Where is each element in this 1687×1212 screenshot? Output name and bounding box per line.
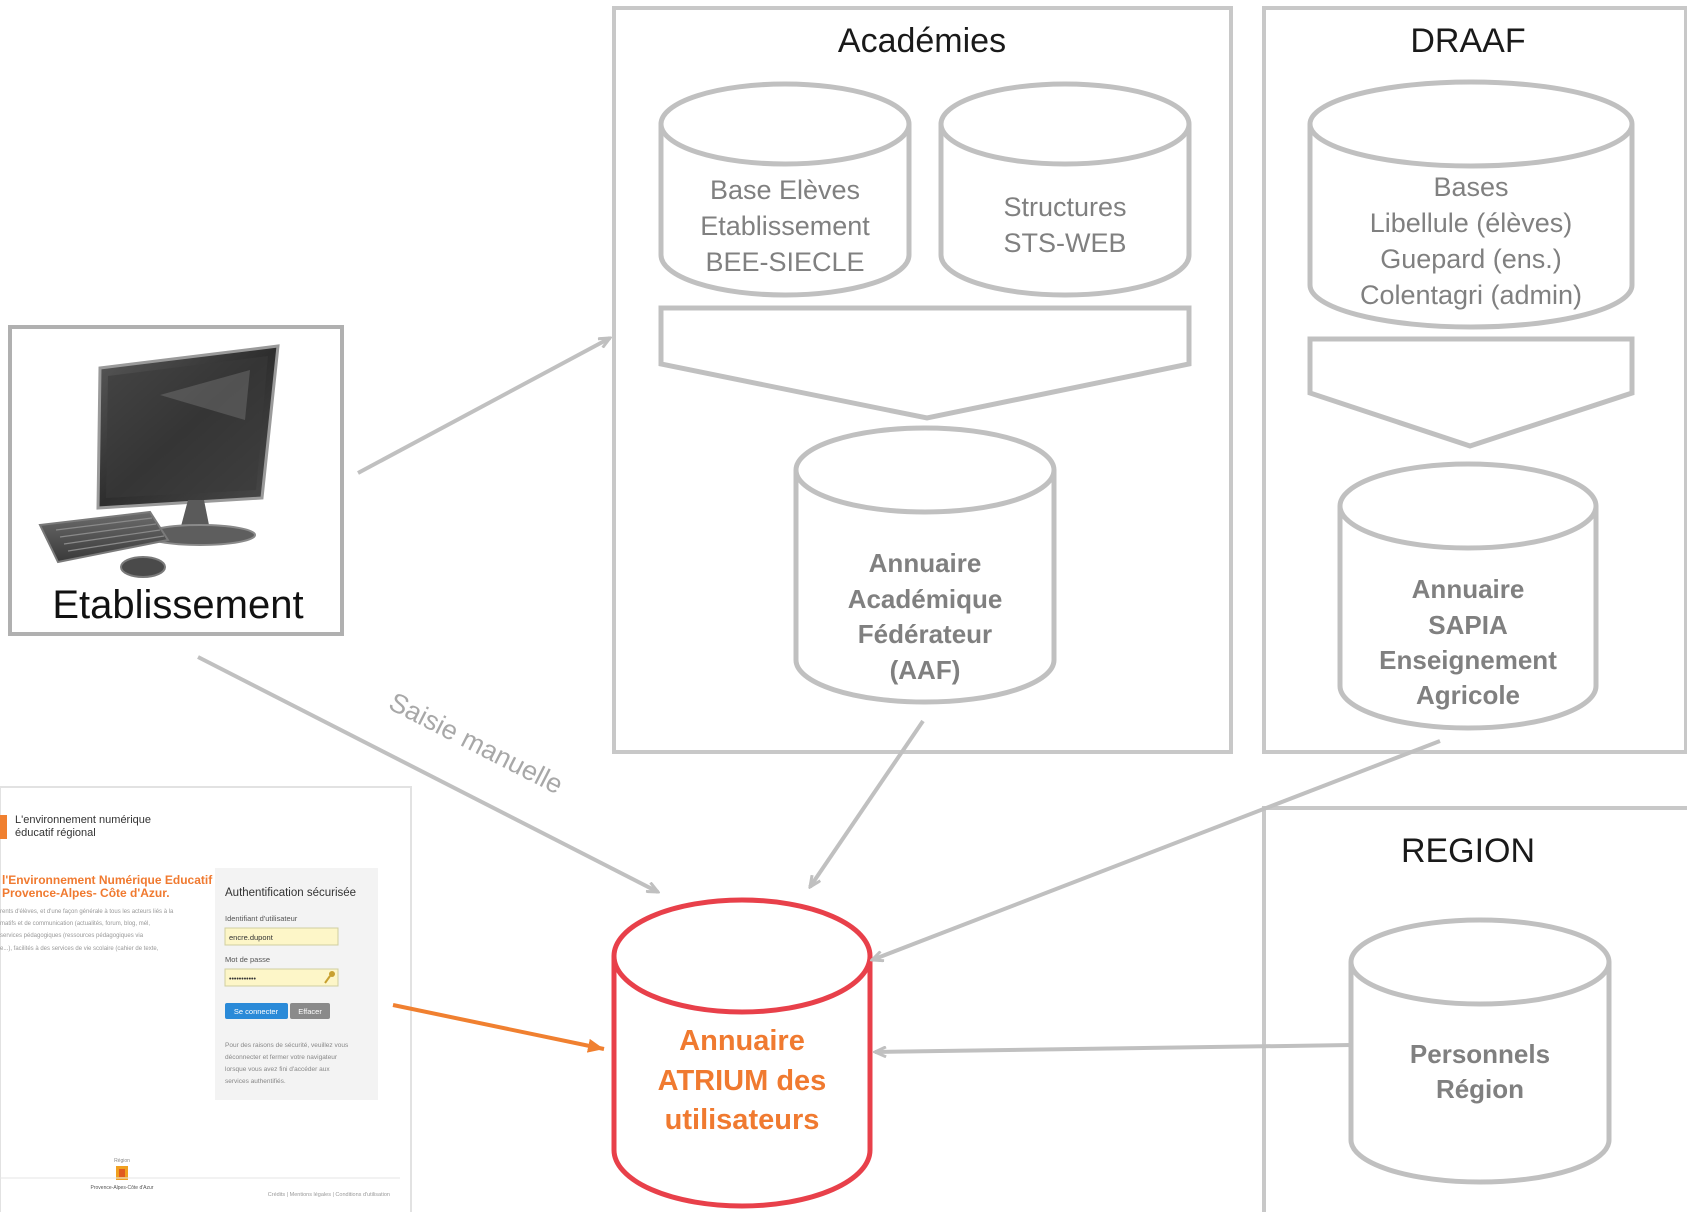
pwd-label: Mot de passe — [225, 955, 270, 964]
brand-logo-mark — [0, 815, 7, 839]
atrium-line-1: Annuaire — [679, 1025, 805, 1057]
region-logo-caption: Région — [114, 1158, 130, 1164]
sts-web-database: Structures STS-WEB — [938, 81, 1192, 298]
arrow-sapia-to-atrium — [872, 739, 1441, 960]
aaf-line-3: Fédérateur — [858, 619, 992, 649]
bee-siecle-database: Base Elèves Etablissement BEE-SIECLE — [658, 81, 912, 298]
academies-merge-shape — [658, 305, 1192, 421]
arrow-personnels-to-atrium — [875, 1043, 1352, 1052]
draaf-bases-line-3: Guepard (ens.) — [1380, 244, 1562, 274]
draaf-bases-line-2: Libellule (élèves) — [1370, 208, 1573, 238]
login-heading-line-1: l'Environnement Numérique Educatif — [2, 873, 213, 887]
draaf-title: DRAAF — [1410, 22, 1525, 60]
atrium-line-2: ATRIUM des — [658, 1065, 827, 1097]
saisie-manuelle-label: Saisie manuelle — [384, 687, 567, 800]
personnels-line-2: Région — [1436, 1074, 1524, 1104]
atrium-database: Annuaire ATRIUM des utilisateurs — [611, 897, 873, 1209]
bee-line-2: Etablissement — [700, 211, 870, 241]
security-note-4: services authentifiés. — [225, 1078, 286, 1085]
draaf-box — [1262, 6, 1687, 754]
security-note-3: lorsque vous avez fini d'accéder aux — [225, 1066, 330, 1073]
aaf-line-1: Annuaire — [869, 548, 982, 578]
password-input-value: ••••••••••• — [229, 976, 257, 983]
intro-line-4: e...), facilités à des services de vie s… — [0, 946, 159, 952]
sapia-line-1: Annuaire — [1412, 574, 1525, 604]
region-logo-name: Provence-Alpes-Côte d'Azur — [91, 1185, 154, 1191]
login-heading-line-2: Provence-Alpes- Côte d'Azur. — [2, 886, 170, 900]
draaf-bases-database: Bases Libellule (élèves) Guepard (ens.) … — [1307, 79, 1635, 330]
aaf-line-2: Académique — [848, 584, 1003, 614]
id-label: Identifiant d'utilisateur — [225, 914, 298, 923]
auth-title: Authentification sécurisée — [225, 887, 356, 899]
sapia-database: Annuaire SAPIA Enseignement Agricole — [1337, 461, 1599, 731]
draaf-bases-line-4: Colentagri (admin) — [1360, 280, 1582, 310]
key-icon — [324, 971, 335, 984]
sapia-line-2: SAPIA — [1428, 610, 1508, 640]
password-input[interactable] — [224, 968, 339, 987]
aaf-database: Annuaire Académique Fédérateur (AAF) — [793, 425, 1057, 705]
draaf-bases-line-1: Bases — [1433, 172, 1508, 202]
footer-links[interactable]: Crédits | Mentions légales | Conditions … — [268, 1192, 390, 1198]
atrium-line-3: utilisateurs — [665, 1104, 820, 1136]
academies-title: Académies — [838, 22, 1006, 60]
desktop-computer-icon — [38, 344, 280, 578]
bee-line-3: BEE-SIECLE — [705, 247, 864, 277]
clear-button-label: Effacer — [298, 1007, 322, 1016]
arrow-aaf-to-atrium — [810, 719, 925, 887]
sts-line-1: Structures — [1003, 192, 1126, 222]
region-title: REGION — [1401, 832, 1535, 870]
intro-line-3: services pédagogiques (ressources pédago… — [0, 933, 144, 939]
id-input-value: encre.dupont — [229, 933, 274, 942]
intro-line-1: rents d'élèves, et d'une façon générale … — [0, 909, 174, 915]
personnels-line-1: Personnels — [1410, 1039, 1550, 1069]
sts-line-2: STS-WEB — [1003, 228, 1126, 258]
brand-line-2: éducatif régional — [15, 827, 96, 839]
draaf-group: DRAAF — [1262, 6, 1687, 754]
arrow-etab-to-academies — [357, 336, 610, 475]
region-group: REGION — [1262, 806, 1687, 1212]
connect-button[interactable] — [225, 1003, 288, 1019]
connect-button-label: Se connecter — [234, 1007, 279, 1016]
intro-line-2: matifs et de communication (actualités, … — [0, 921, 150, 927]
arrow-login-to-atrium — [392, 1003, 605, 1053]
aaf-line-4: (AAF) — [890, 655, 961, 685]
personnels-region-database: Personnels Région — [1348, 917, 1612, 1185]
id-input[interactable] — [224, 927, 339, 946]
sapia-line-3: Enseignement — [1379, 645, 1557, 675]
bee-line-1: Base Elèves — [710, 175, 860, 205]
sapia-line-4: Agricole — [1416, 680, 1520, 710]
etablissement-label: Etablissement — [52, 583, 303, 627]
security-note-2: déconnecter et fermer votre navigateur — [225, 1054, 338, 1061]
clear-button[interactable] — [290, 1003, 330, 1019]
region-box — [1262, 806, 1687, 1212]
region-logo-icon — [116, 1166, 128, 1180]
academies-box — [612, 6, 1233, 754]
etablissement-node: Etablissement — [8, 325, 344, 636]
arrow-saisie-manuelle — [197, 655, 658, 894]
academies-group: Académies — [612, 6, 1233, 754]
login-screenshot: L'environnement numérique éducatif régio… — [0, 786, 412, 1212]
brand-line-1: L'environnement numérique — [15, 814, 151, 826]
security-note-1: Pour des raisons de sécurité, veuillez v… — [225, 1042, 349, 1049]
draaf-merge-shape — [1307, 336, 1635, 449]
